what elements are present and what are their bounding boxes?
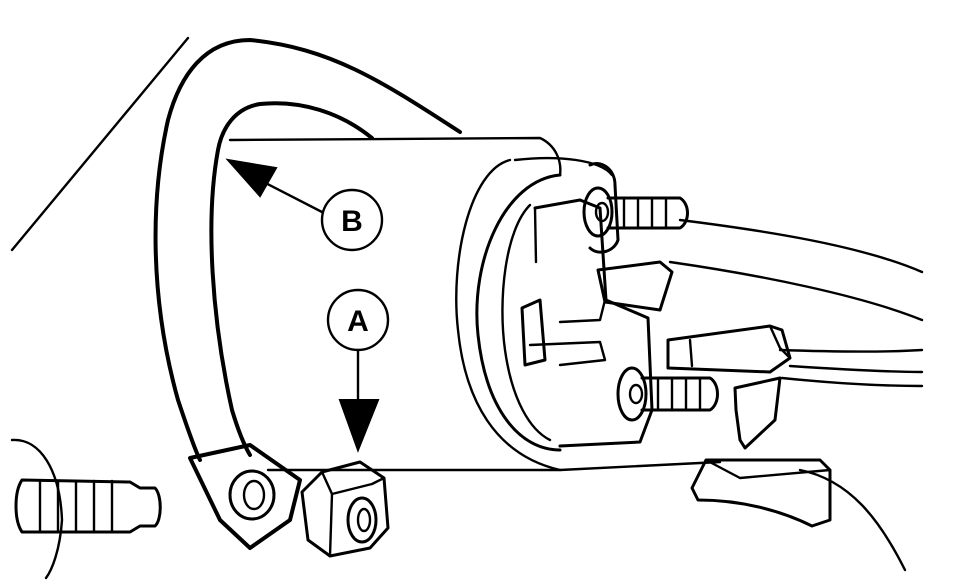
callout-b-circle	[320, 188, 384, 252]
callout-b-label: B	[341, 205, 363, 238]
lower-terminal-stud	[616, 366, 719, 422]
left-threaded-stud	[10, 438, 162, 580]
callout-b: B	[225, 158, 384, 252]
upper-terminal-stud	[582, 186, 689, 238]
battery-cable	[153, 38, 462, 550]
wiring-harness	[668, 218, 924, 572]
hex-nut	[300, 460, 390, 558]
callout-a: A	[326, 288, 390, 453]
callout-b-arrowhead	[225, 158, 278, 198]
spade-connector	[666, 324, 792, 450]
lower-bracket	[690, 458, 832, 528]
callout-a-arrowhead	[338, 399, 380, 453]
terminal-block	[520, 162, 674, 448]
body-edge-line	[10, 36, 190, 252]
solenoid-body	[228, 136, 614, 472]
solenoid-end-cap	[475, 173, 562, 452]
callout-a-label: A	[347, 305, 369, 338]
